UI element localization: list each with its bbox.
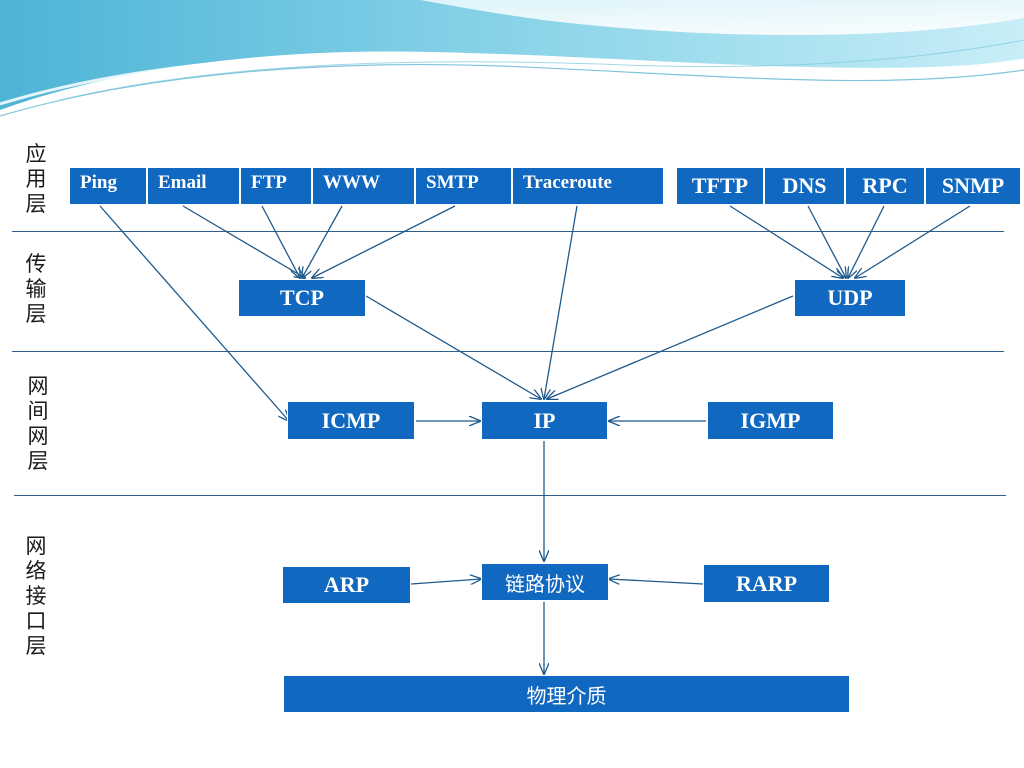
protocol-box-udp: UDP xyxy=(794,279,906,317)
wave-light xyxy=(420,0,1024,36)
protocol-box-rarp: RARP xyxy=(703,564,830,603)
wave-line-1 xyxy=(0,63,1024,117)
protocol-box-traceroute: Traceroute xyxy=(512,167,664,205)
protocol-box-snmp: SNMP xyxy=(925,167,1021,205)
layer-label-network-interface: 网络接口层 xyxy=(25,534,47,658)
arrow-dns-udp xyxy=(807,205,846,278)
protocol-box-ip: IP xyxy=(481,401,608,440)
divider-transport-internet xyxy=(12,351,1004,352)
divider-internet-network-interface xyxy=(14,495,1006,496)
arrow-tftp-udp xyxy=(729,205,843,278)
arrow-email-tcp xyxy=(182,205,305,278)
protocol-box-ftp: FTP xyxy=(240,167,312,205)
arrow-udp-ip xyxy=(547,295,794,399)
protocol-box-icmp: ICMP xyxy=(287,401,415,440)
protocol-box-link: 链路协议 xyxy=(481,563,609,601)
protocol-box-email: Email xyxy=(147,167,240,205)
divider-application-transport xyxy=(12,231,1004,232)
arrow-rarp-link xyxy=(609,579,704,585)
wave-line-2 xyxy=(59,39,1024,101)
arrow-ftp-tcp xyxy=(261,205,300,278)
protocol-box-arp: ARP xyxy=(282,566,411,604)
wave-highlight xyxy=(0,54,1024,106)
arrow-arp-link xyxy=(410,579,481,584)
physical-medium-bar: 物理介质 xyxy=(283,675,850,713)
layer-label-internet: 网间网层 xyxy=(27,374,49,473)
protocol-box-dns: DNS xyxy=(764,167,845,205)
arrow-traceroute-ip xyxy=(544,205,578,399)
layer-label-transport: 传输层 xyxy=(25,252,47,326)
protocol-box-rpc: RPC xyxy=(845,167,925,205)
protocol-box-tcp: TCP xyxy=(238,279,366,317)
arrow-tcp-ip xyxy=(365,295,541,399)
protocol-box-www: WWW xyxy=(312,167,415,205)
arrow-rpc-udp xyxy=(848,205,885,278)
layer-label-application: 应用层 xyxy=(25,142,47,216)
arrow-www-tcp xyxy=(302,205,343,278)
protocol-box-smtp: SMTP xyxy=(415,167,512,205)
protocol-box-tftp: TFTP xyxy=(676,167,764,205)
protocol-box-ping: Ping xyxy=(69,167,147,205)
arrow-snmp-udp xyxy=(855,205,971,278)
header-wave xyxy=(0,0,1024,140)
protocol-box-igmp: IGMP xyxy=(707,401,834,440)
arrow-smtp-tcp xyxy=(312,205,456,278)
